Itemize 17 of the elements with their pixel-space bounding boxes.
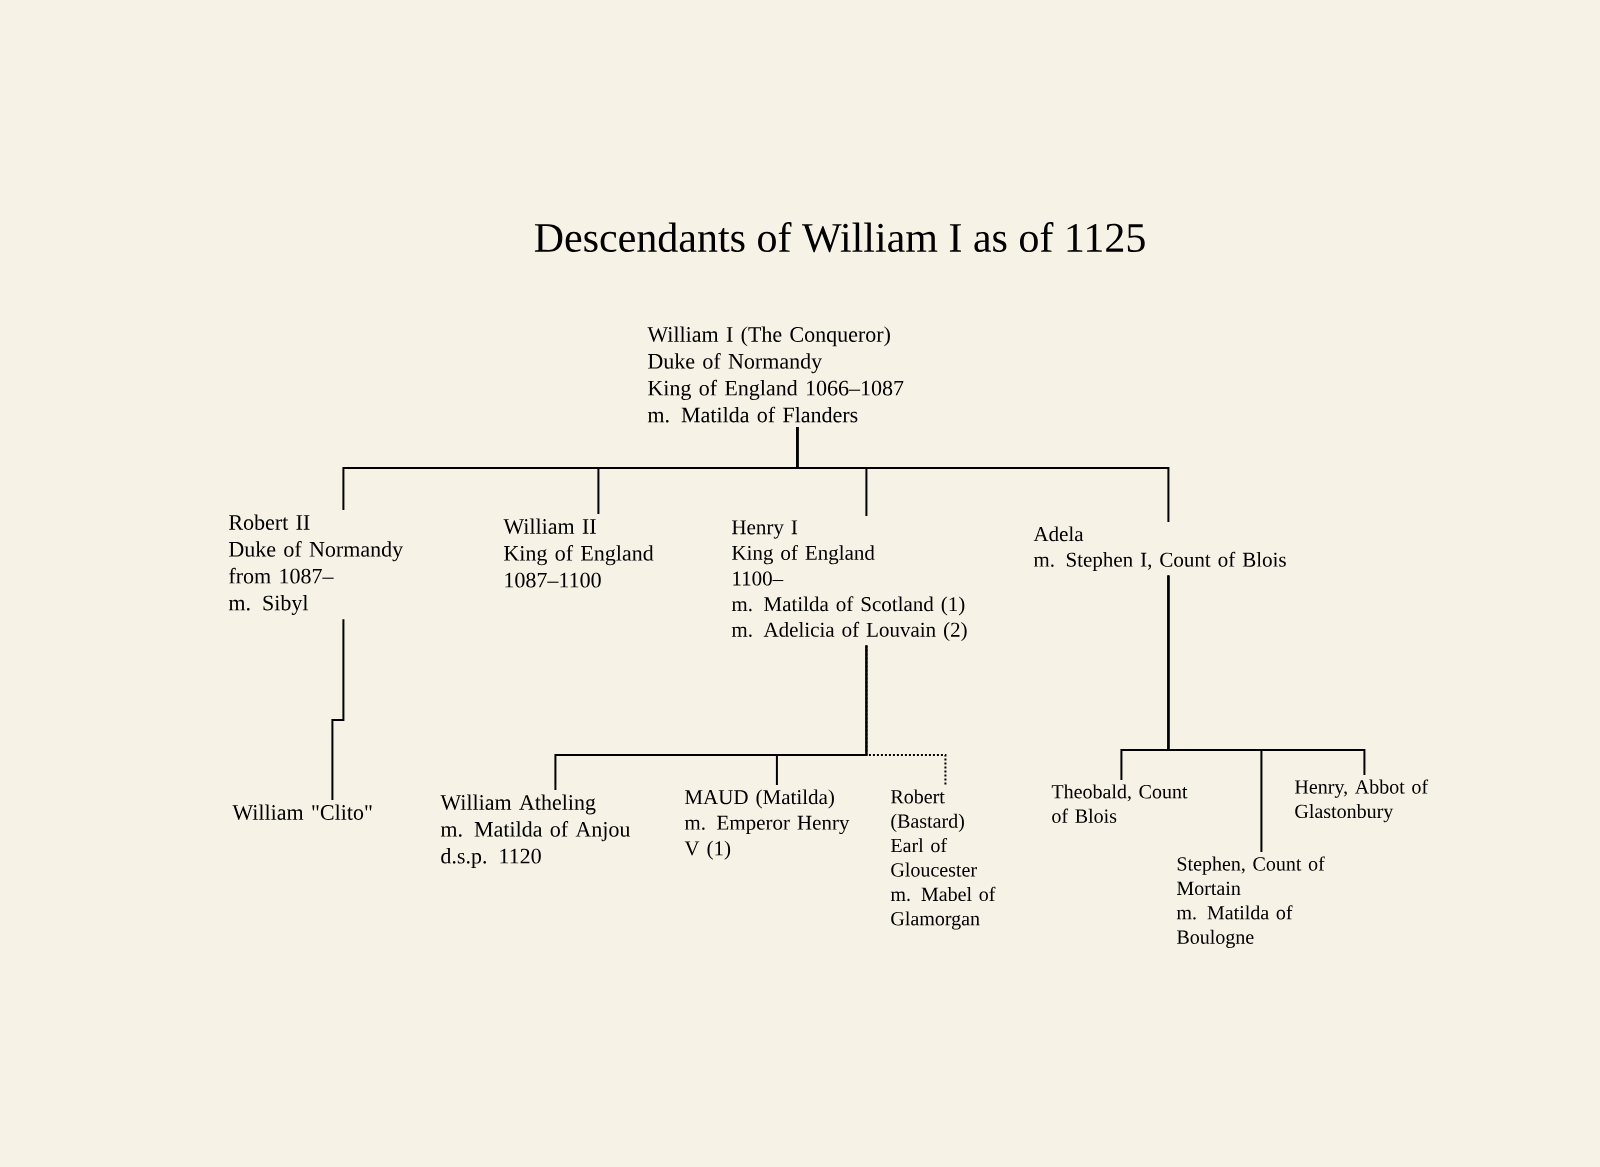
person-entry: MAUD (Matilda) m. Emperor Henry V (1) — [684, 789, 850, 860]
person-entry: William "Clito" — [232, 804, 372, 820]
connector-line — [796, 425, 1170, 523]
connector-line — [865, 644, 947, 786]
person-entry: Theobald, Count of Blois — [1051, 784, 1188, 823]
person-entry: Adela m. Stephen I, Count of Blois — [1033, 526, 1286, 572]
person-entry: Stephen, Count of Mortain m. Matilda of Boulogne — [1176, 856, 1325, 948]
person-entry: Robert II Duke of Normandy from 1087– m. Sibyl — [228, 514, 404, 615]
person-entry: Henry I King of England 1100– m. Matilda of Scotland (1) m. Adelicia of Louvain (2) — [731, 520, 967, 642]
connector-line — [1167, 574, 1366, 776]
person-entry: William II King of England 1087–1100 — [503, 518, 654, 588]
title: Descendants of William I as of 1125 — [534, 222, 1145, 253]
connector-line — [331, 618, 345, 801]
person-entry: Henry, Abbot of Glastonbury — [1295, 779, 1429, 823]
person-entry: William I (The Conqueror) Duke of Normandy King of England 1066–1087 m. Matilda of Flanders — [647, 326, 904, 423]
person-entry: William Atheling m. Matilda of Anjou d.s.p. 1120 — [440, 794, 631, 869]
person-entry: Robert (Bastard) Earl of Gloucester m. Mabel of Glamorgan — [890, 789, 996, 930]
